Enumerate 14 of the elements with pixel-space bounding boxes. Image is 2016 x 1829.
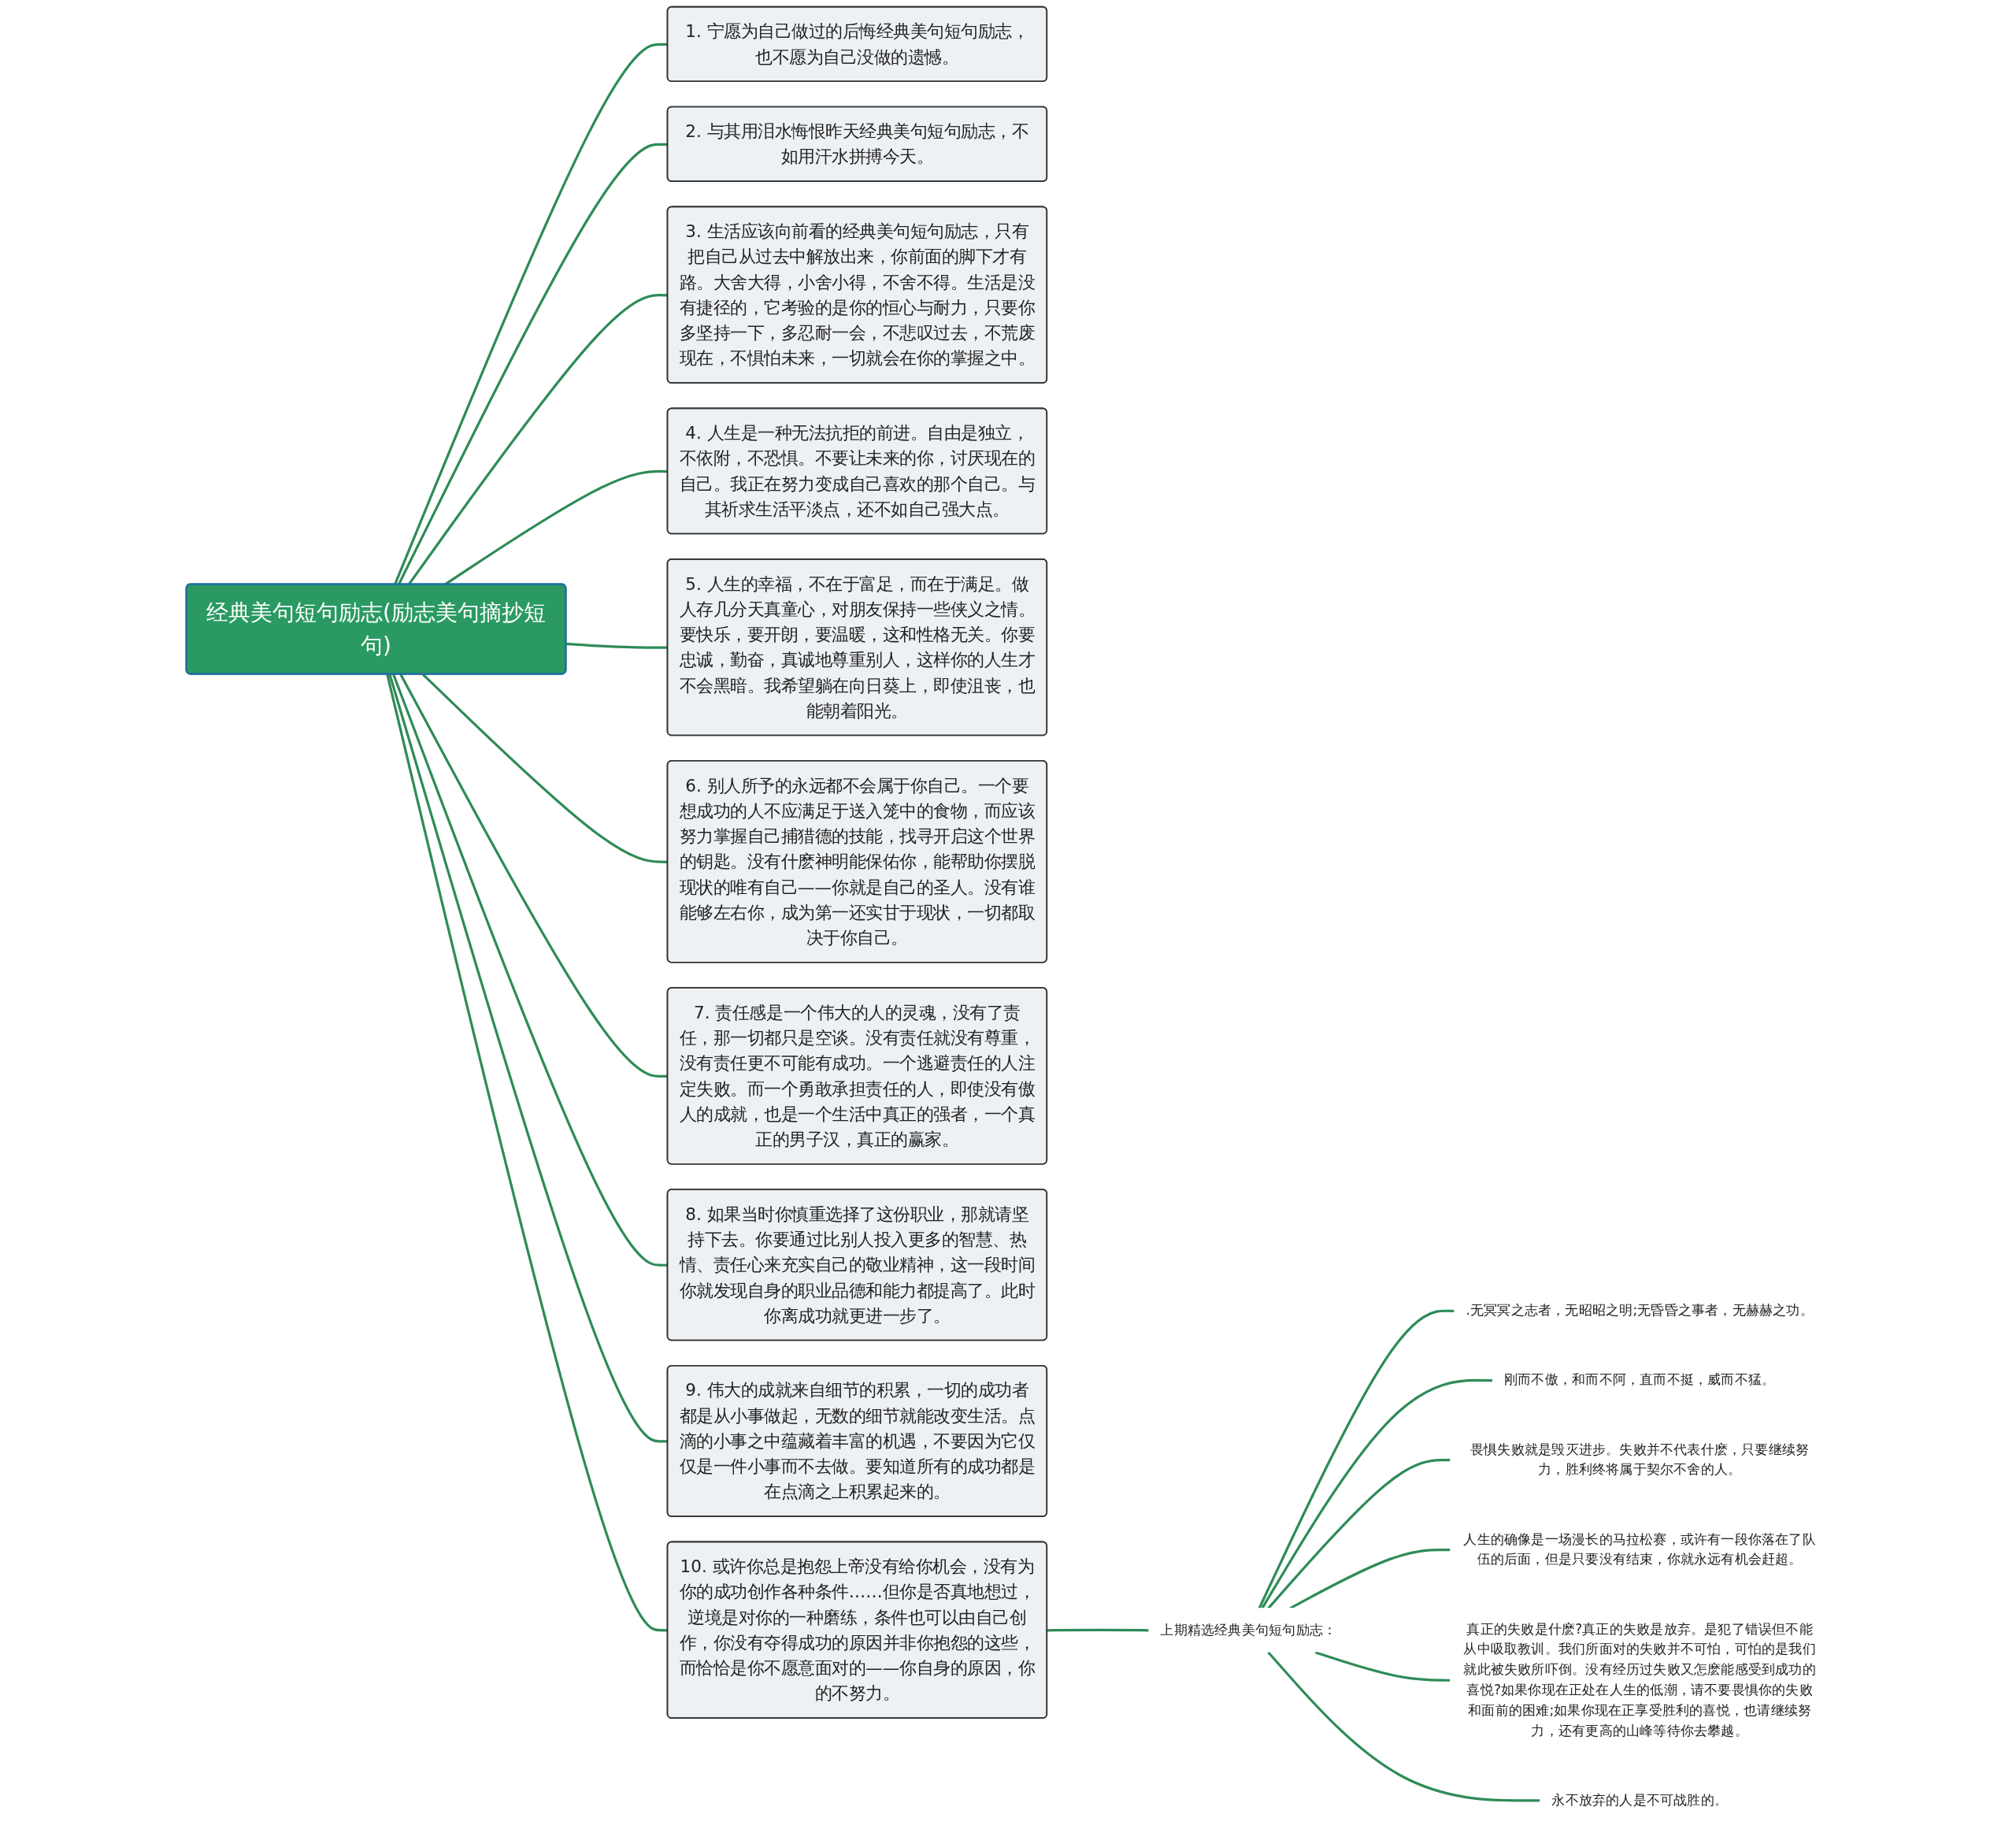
connector (1047, 1628, 1150, 1632)
node-text: 人生的确像是一场漫长的马拉松赛，或许有一段你落在了队伍的后面，但是只要没有结束，你就永远有机会赶超。 (1463, 1530, 1817, 1567)
connector (1261, 1378, 1493, 1609)
node-text: .无冥冥之志者，无昭昭之明;无昏昏之事者，无赫赫之功。 (1466, 1302, 1814, 1319)
connector (1314, 1651, 1451, 1682)
node-text: 真正的失败是什麽?真正的失败是放弃。是犯了错误但不能从中吸取教训。我们所面对的失败并不可怕，可怕的是我们就此被失败所吓倒。没有经历过失败又怎麽能感受到成功的喜悦?如果你现在正处在人生的低潮，请不要畏惧你的失败和面前的困难;如果你现在正享受胜利的喜悦，也请继续努力，还有更高的山峰等待你去攀越。 (1463, 1620, 1817, 1738)
node-text: 永不放弃的人是不可战胜的。 (1551, 1791, 1729, 1809)
connector (1289, 1548, 1451, 1610)
connector (1258, 1309, 1455, 1609)
node-text: 上期精选经典美句短句励志： (1160, 1621, 1337, 1638)
node-text: 畏惧失败就是毁灭进步。失败并不代表什麽，只要继续努力，胜利终将属于契尔不舍的人。 (1470, 1441, 1810, 1478)
connector (1267, 1458, 1451, 1609)
connector (1267, 1651, 1540, 1802)
node-text: 刚而不傲，和而不阿，直而不挺，威而不猛。 (1504, 1371, 1776, 1388)
